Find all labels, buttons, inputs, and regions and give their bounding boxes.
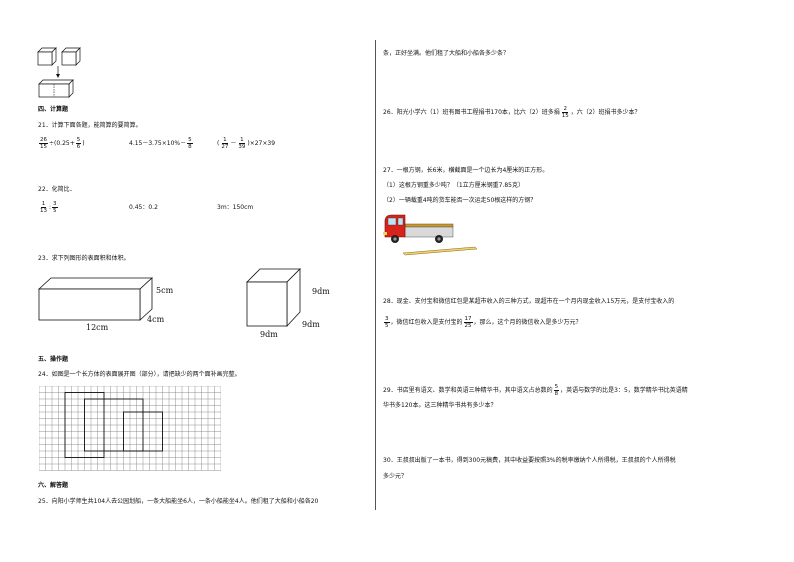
q27-part-2: （2）一辆载重4吨的货车能否一次运走50根这样的方钢？ [383, 197, 537, 204]
q28-line-1: 28．现金、支付宝和微信红包是某超市收入的三种方式，现超市在一个月内现金收入15… [383, 298, 675, 305]
q22-text: 22．化简比． [38, 186, 76, 193]
q29-line-2: 华书多120本。这三种精华书共有多少本？ [383, 402, 497, 409]
q30-line-2: 多少元？ [383, 473, 408, 480]
q23-text: 23．求下列图形的表面积和体积。 [38, 255, 130, 262]
cuboid-length-label: 12cm [86, 323, 109, 332]
q22-ratio-2: 0.45：0.2 [129, 204, 158, 211]
cube-figure [246, 268, 301, 328]
q27-part-1: （1）这根方钢重多少吨？（1立方厘米钢重7.85克） [383, 182, 524, 189]
q27-text: 27．一根方钢，长6米，横截面是一个边长为4厘米的正方形。 [383, 167, 549, 174]
cube-height-label: 9dm [312, 287, 330, 296]
q22-ratio-3: 3m：150cm [217, 204, 254, 211]
cuboid-width-label: 4cm [147, 315, 165, 324]
q25-text: 25．向阳小学师生共104人去公园划船，一条大船能坐6人，一条小船能坐4人。他们… [38, 498, 319, 505]
q24-text: 24．如图是一个长方体的表面展开图（部分），请把缺少的两个面补画完整。 [38, 371, 241, 378]
cube-length-label: 9dm [260, 330, 278, 339]
section-4-heading: 四、计算题 [38, 106, 69, 113]
cuboid-height-label: 5cm [156, 286, 174, 295]
net-grid [39, 386, 221, 471]
net-face-outline [84, 398, 144, 452]
cubes-diagram [37, 47, 81, 98]
section-5-heading: 五、操作题 [38, 356, 69, 363]
cube-depth-label: 9dm [302, 320, 320, 329]
q21-text: 21．计算下面各题，能简算的要简算。 [38, 122, 142, 129]
cuboid-figure [38, 277, 154, 321]
q25-continued: 条，正好坐满。他们租了大船和小船各多少条？ [383, 50, 510, 57]
q30-line-1: 30．王叔叔出版了一本书，得到300元稿费，其中收益要按照3%的税率缴纳个人所得… [383, 457, 676, 464]
section-6-heading: 六、解答题 [38, 482, 69, 489]
truck-illustration [383, 214, 478, 256]
column-divider [375, 40, 376, 510]
net-face-outline [64, 392, 105, 458]
net-face-outline [123, 411, 163, 452]
